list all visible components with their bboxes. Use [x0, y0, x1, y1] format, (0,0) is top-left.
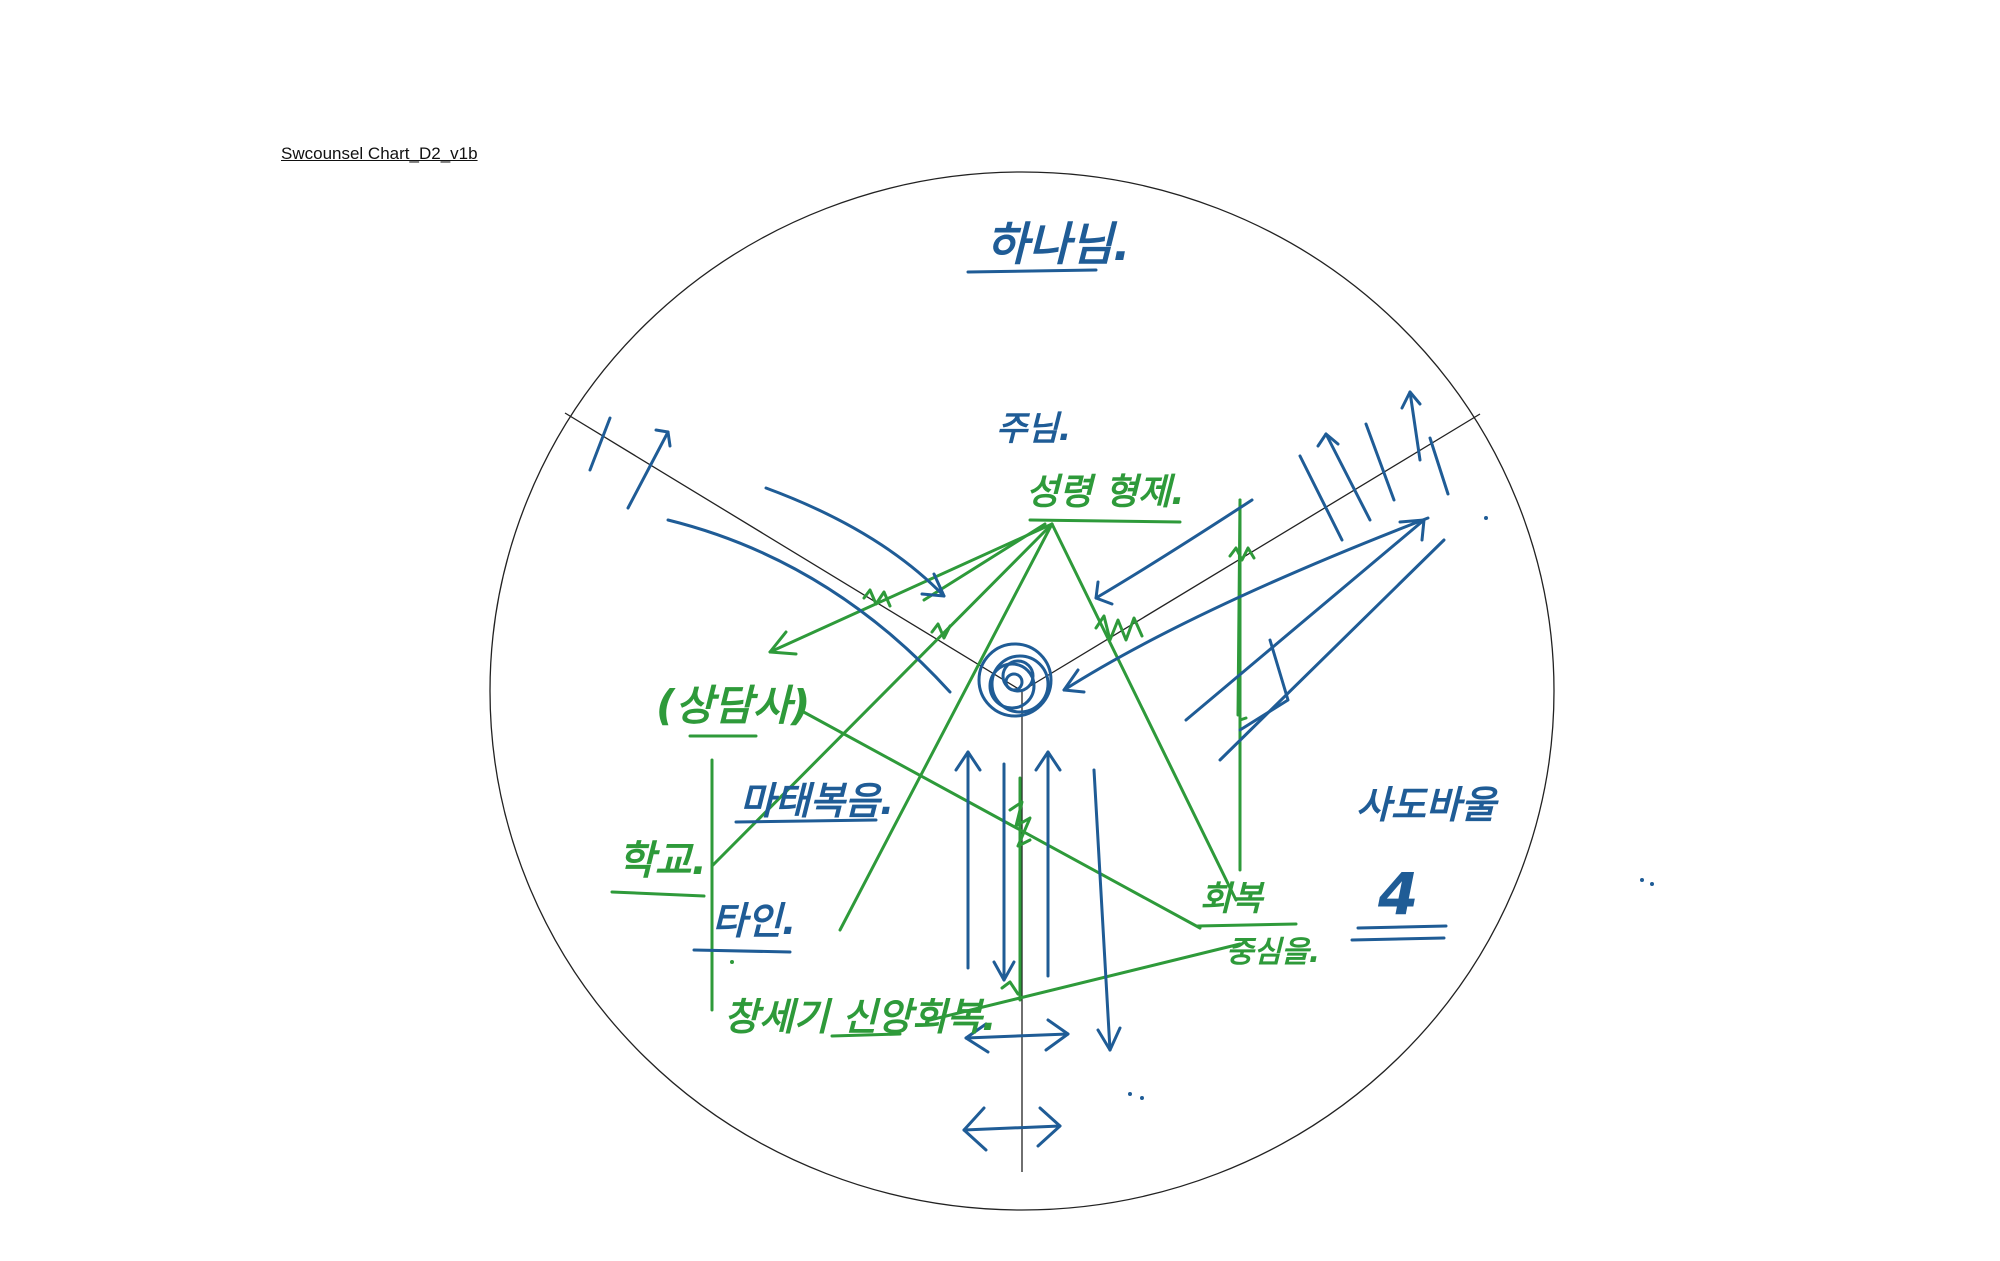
underline-bottom [830, 1032, 902, 1038]
label-left-low: 학교. [618, 838, 707, 884]
underline-upper-center-green [1028, 518, 1182, 524]
underline-right-number-2 [1350, 936, 1446, 942]
label-right-far: 사도바울 [1356, 783, 1499, 827]
underline-top [966, 268, 1098, 274]
underline-left-low [610, 890, 706, 898]
double-arrows [962, 1018, 1070, 1152]
label-right-green-1: 회복 [1200, 879, 1265, 919]
label-right-number: 4 [1377, 860, 1418, 928]
label-left: (상담사) [656, 681, 810, 730]
underline-right-green-1 [1196, 922, 1298, 928]
label-bottom: 창세기 신앙회복. [724, 995, 996, 1039]
divider-left [564, 412, 1023, 692]
document-title: Swcounsel Chart_D2_v1b [281, 144, 478, 163]
label-top: 하나님. [986, 217, 1130, 271]
center-scribble [977, 642, 1053, 718]
underline-left-lower [692, 948, 792, 954]
label-upper-center-green: 성령 형제. [1026, 472, 1185, 513]
zigzag-marks [862, 546, 1256, 996]
label-right-green-2: 중심을. [1226, 935, 1320, 970]
outer-circle [489, 171, 1555, 1211]
underline-left-mid [734, 818, 878, 824]
label-upper-center: 주님. [996, 409, 1071, 449]
stray-dots [730, 516, 1654, 1100]
underline-right-number-1 [1356, 924, 1448, 930]
blue-arrows [588, 390, 1450, 762]
label-left-mid: 마태복음. [740, 779, 894, 823]
vertical-arrows [954, 750, 1122, 1052]
label-left-lower: 타인. [712, 899, 796, 943]
